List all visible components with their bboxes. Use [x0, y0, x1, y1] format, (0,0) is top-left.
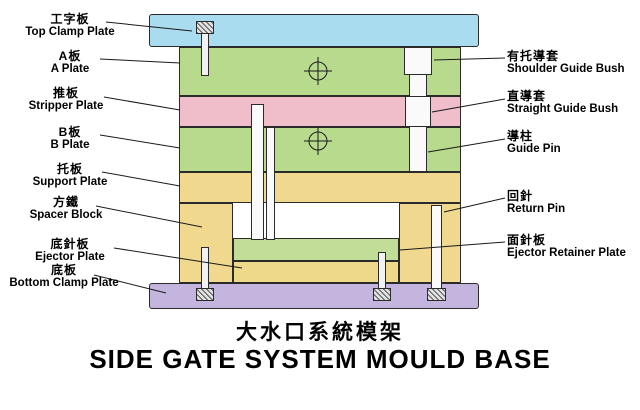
label-top-clamp-plate-en: Top Clamp Plate — [25, 26, 115, 39]
label-spacer-block-cn: 方鐵 — [52, 195, 79, 209]
label-stripper-plate-cn: 推板 — [52, 86, 79, 100]
label-b-plate: B板 B Plate — [30, 125, 110, 153]
support-plate-shape — [179, 172, 461, 203]
label-b-plate-en: B Plate — [50, 139, 90, 152]
label-ejector-plate: 底針板 Ejector Plate — [20, 237, 120, 265]
label-guide-pin-cn: 導柱 — [507, 129, 534, 143]
diagram-title-english: SIDE GATE SYSTEM MOULD BASE — [89, 344, 551, 374]
label-ejector-plate-cn: 底針板 — [50, 237, 90, 251]
label-top-clamp-plate-cn: 工字板 — [50, 12, 90, 26]
label-spacer-block: 方鐵 Spacer Block — [16, 195, 116, 223]
label-return-pin: 回針 Return Pin — [507, 189, 639, 217]
label-a-plate-cn: A板 — [58, 49, 82, 63]
bottom-left-screw-head-icon — [196, 288, 214, 301]
label-ejector-retainer-plate-cn: 面針板 — [507, 233, 547, 247]
label-spacer-block-en: Spacer Block — [29, 209, 103, 222]
label-straight-guide-bush-cn: 直導套 — [507, 89, 547, 103]
label-bottom-clamp-plate-cn: 底板 — [50, 263, 77, 277]
top-screw-shaft-shape — [201, 33, 209, 76]
bottom-left-screw-shaft-shape — [201, 247, 209, 290]
label-support-plate-cn: 托板 — [56, 162, 83, 176]
center-pin-2-shape — [266, 127, 275, 240]
spacer-block-right-shape — [399, 203, 461, 283]
straight-guide-bush-shape — [405, 96, 431, 127]
label-straight-guide-bush: 直導套 Straight Guide Bush — [507, 89, 639, 117]
diagram-title-chinese: 大水口系統模架 — [236, 321, 404, 344]
label-return-pin-en: Return Pin — [507, 203, 566, 216]
label-shoulder-guide-bush-en: Shoulder Guide Bush — [507, 63, 625, 76]
label-a-plate: A板 A Plate — [30, 49, 110, 77]
label-support-plate: 托板 Support Plate — [20, 162, 120, 190]
ejector-screw-shaft-shape — [378, 252, 386, 290]
label-stripper-plate: 推板 Stripper Plate — [16, 86, 116, 114]
shoulder-guide-bush-shape — [404, 47, 432, 75]
label-support-plate-en: Support Plate — [32, 176, 108, 189]
center-ejector-pin-shape — [251, 104, 264, 240]
label-bottom-clamp-plate-en: Bottom Clamp Plate — [9, 277, 119, 290]
label-ejector-plate-en: Ejector Plate — [35, 251, 105, 264]
ejector-plate-shape — [233, 261, 399, 283]
label-return-pin-cn: 回針 — [507, 189, 534, 203]
label-guide-pin-en: Guide Pin — [507, 143, 561, 156]
return-pin-head-shape — [427, 288, 446, 301]
label-guide-pin: 導柱 Guide Pin — [507, 129, 639, 157]
label-shoulder-guide-bush-cn: 有托導套 — [507, 49, 560, 63]
label-ejector-retainer-plate-en: Ejector Retainer Plate — [507, 247, 626, 260]
ejector-screw-head-icon — [373, 288, 391, 301]
ejector-retainer-plate-shape — [233, 238, 399, 261]
return-pin-shaft-shape — [431, 205, 442, 290]
label-shoulder-guide-bush: 有托導套 Shoulder Guide Bush — [507, 49, 639, 77]
label-b-plate-cn: B板 — [58, 125, 82, 139]
label-a-plate-en: A Plate — [50, 63, 90, 76]
label-ejector-retainer-plate: 面針板 Ejector Retainer Plate — [507, 233, 639, 261]
label-top-clamp-plate: 工字板 Top Clamp Plate — [20, 12, 120, 40]
label-stripper-plate-en: Stripper Plate — [28, 100, 104, 113]
label-bottom-clamp-plate: 底板 Bottom Clamp Plate — [4, 263, 124, 291]
label-straight-guide-bush-en: Straight Guide Bush — [507, 103, 619, 116]
